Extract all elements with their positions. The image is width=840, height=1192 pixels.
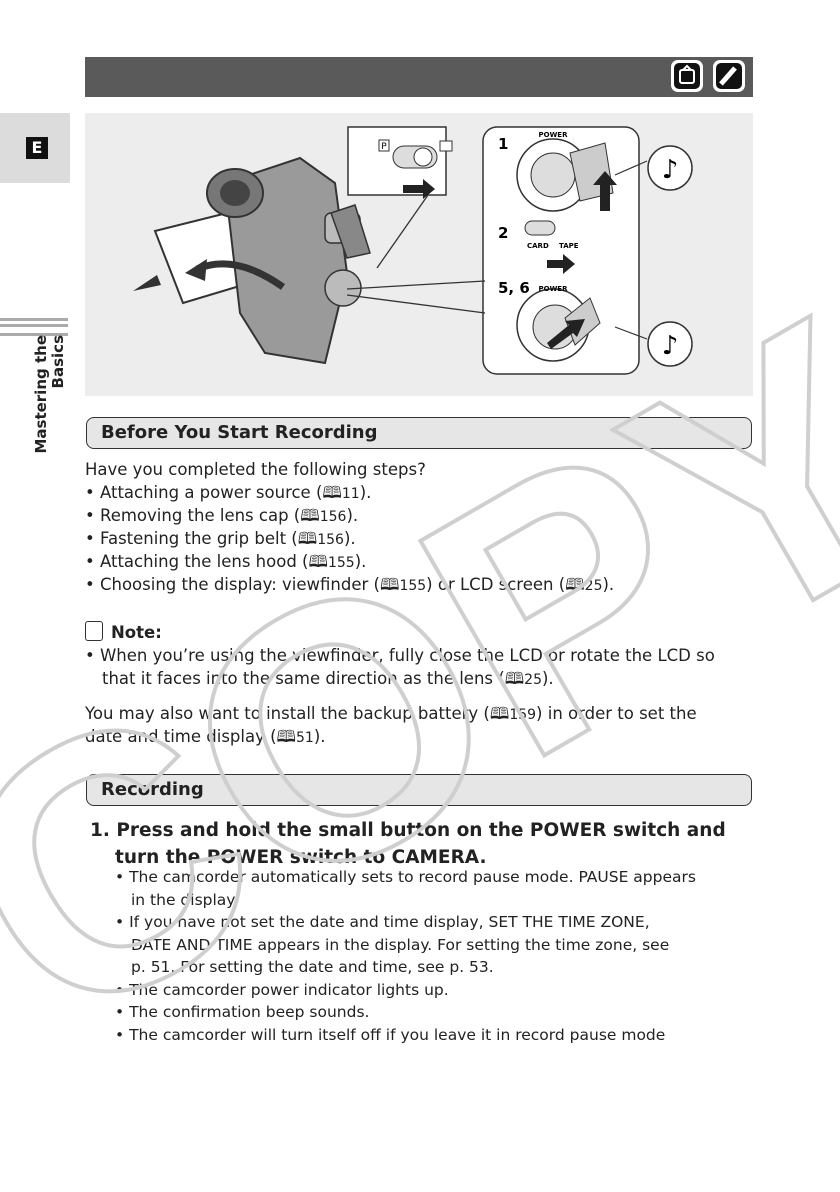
section-side-label: Mastering the Basics	[32, 335, 67, 454]
step-label-1: 1	[498, 135, 508, 153]
book-icon: 🕮	[379, 575, 400, 594]
section-heading-text: Before You Start Recording	[101, 422, 378, 443]
bullet-line: p. 51. For setting the date and time, se…	[131, 958, 494, 976]
book-icon: 🕮	[504, 669, 525, 688]
bullet-line: • The confirmation beep sounds.	[115, 1003, 370, 1021]
note-icon	[85, 621, 103, 641]
svg-text:POWER: POWER	[539, 131, 569, 139]
note-line-1: • When you’re using the viewfinder, full…	[85, 646, 715, 665]
beep-note-icon	[647, 145, 693, 191]
side-divider	[0, 318, 68, 336]
step-1-line-2: turn the POWER switch to CAMERA.	[115, 847, 487, 868]
language-letter: E	[26, 137, 48, 159]
section-heading-before: Before You Start Recording	[86, 417, 752, 449]
list-item: • Fastening the grip belt (🕮156).	[85, 529, 356, 548]
book-icon: 🕮	[489, 704, 510, 723]
list-item: • Removing the lens cap (🕮156).	[85, 506, 359, 525]
section-heading-recording: Recording	[86, 774, 752, 806]
note-line-2: that it faces into the same direction as…	[102, 669, 554, 688]
camcorder-illustration: P 1 2 5, 6 POWER CARD TAPE POWER ♪	[85, 113, 753, 396]
remote-control-icon	[713, 60, 745, 92]
step-label-2: 2	[498, 224, 508, 242]
book-icon: 🕮	[322, 483, 342, 502]
step-1-bullets: • The camcorder automatically sets to re…	[115, 866, 696, 1046]
backup-line-2: date and time display (🕮51).	[85, 727, 326, 746]
bullet-line: • If you have not set the date and time …	[115, 913, 650, 931]
label-p: P	[381, 142, 387, 152]
note-label: Note:	[85, 621, 162, 644]
camera-mode-icon	[671, 60, 703, 92]
list-item: • Choosing the display: viewfinder (🕮155…	[85, 575, 615, 594]
page-header-bar	[85, 57, 753, 97]
section-heading-text: Recording	[101, 779, 204, 800]
list-item: • Attaching the lens hood (🕮155).	[85, 552, 367, 571]
language-tab: E	[0, 113, 70, 183]
step-1-line-1: 1. Press and hold the small button on th…	[90, 820, 726, 841]
beep-note-icon	[647, 321, 693, 367]
svg-text:CARD: CARD	[527, 242, 549, 250]
svg-text:♪: ♪	[662, 155, 679, 185]
bullet-line: • The camcorder power indicator lights u…	[115, 980, 449, 999]
bullet-line: • The camcorder automatically sets to re…	[115, 868, 696, 886]
book-icon: 🕮	[300, 506, 320, 525]
intro-text: Have you completed the following steps?	[85, 460, 426, 479]
step-1: 1. Press and hold the small button on th…	[90, 817, 726, 871]
arrow-icon	[133, 275, 161, 291]
bullet-line: in the display.	[131, 890, 239, 909]
book-icon: 🕮	[308, 552, 328, 571]
bullet-line: • The camcorder will turn itself off if …	[115, 1025, 666, 1044]
svg-text:POWER: POWER	[539, 285, 569, 293]
book-icon: 🕮	[565, 575, 585, 594]
book-icon: 🕮	[276, 727, 296, 746]
svg-text:♪: ♪	[662, 331, 679, 361]
svg-text:TAPE: TAPE	[559, 242, 579, 250]
backup-line-1: You may also want to install the backup …	[85, 704, 697, 723]
list-item: • Attaching a power source (🕮11).	[85, 483, 372, 502]
book-icon: 🕮	[297, 529, 318, 548]
bullet-line: DATE AND TIME appears in the display. Fo…	[131, 935, 670, 954]
step-label-56: 5, 6	[498, 279, 530, 297]
